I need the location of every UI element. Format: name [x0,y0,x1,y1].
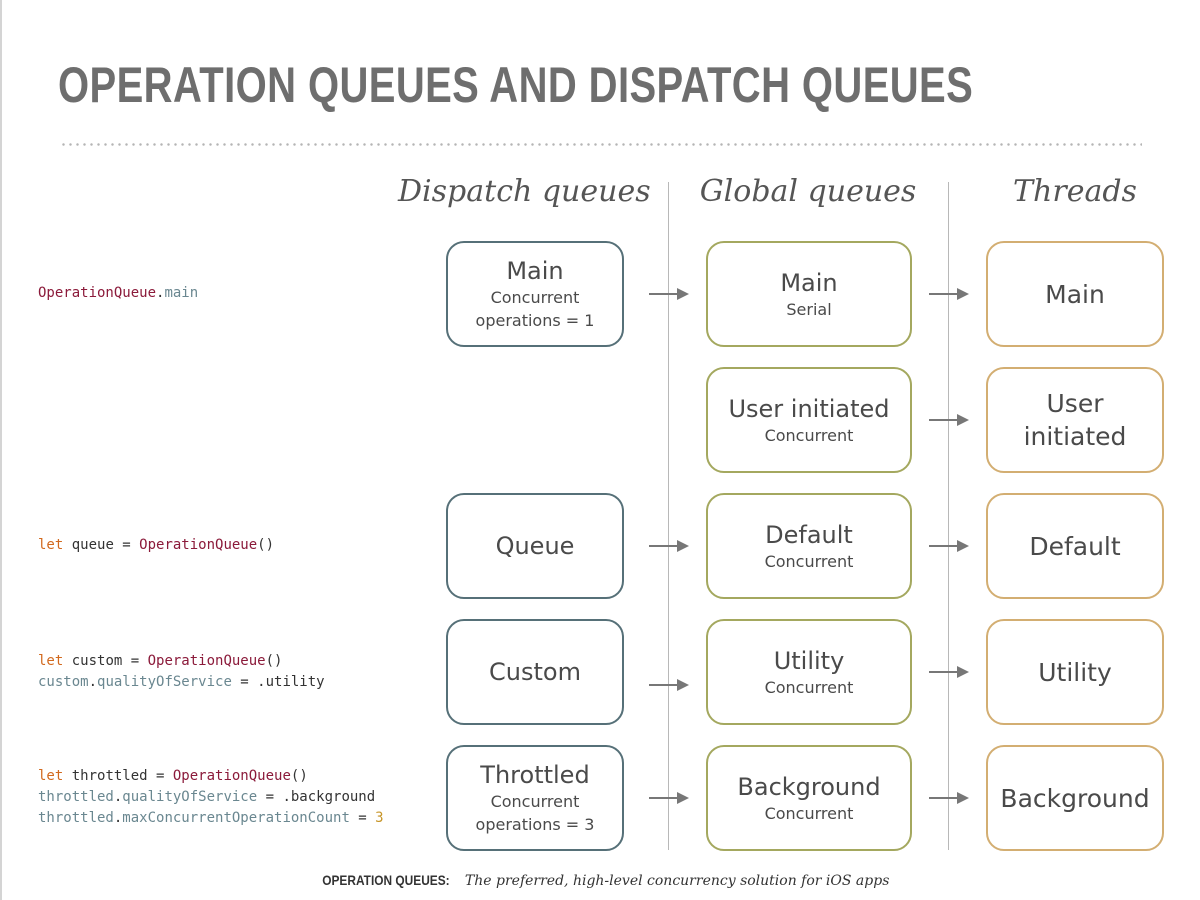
code-text: = .background [257,789,376,805]
code-keyword: let [38,653,64,669]
code-paren: () [265,653,283,669]
code-custom: let custom = OperationQueue() custom.qua… [38,651,325,693]
code-dot: . [113,810,123,826]
box-title: Main [780,268,838,297]
global-box-background: Background Concurrent [706,745,912,851]
code-type: OperationQueue [172,768,291,784]
dispatch-box-main: Main Concurrent operations = 1 [446,241,624,347]
slide-title: OPERATION QUEUES AND DISPATCH QUEUES [58,57,974,113]
code-variable: custom [38,674,89,690]
box-subtitle: Concurrent [764,803,854,823]
code-property: maxConcurrentOperationCount [122,810,350,826]
code-throttled: let throttled = OperationQueue() throttl… [38,766,384,829]
code-type: OperationQueue [38,285,157,301]
code-type: OperationQueue [139,537,258,553]
code-type: OperationQueue [147,653,266,669]
box-title: Default [1029,531,1121,561]
thread-box-main: Main [986,241,1164,347]
code-paren: () [290,768,308,784]
dispatch-box-queue: Queue [446,493,624,599]
box-title: Utility [773,646,845,675]
heading-global-queues: Global queues [699,174,917,209]
code-text: queue = [63,537,140,553]
box-subtitle: operations = 1 [475,311,595,330]
caption-text: The preferred, high-level concurrency so… [460,873,890,889]
code-text: throttled = [63,768,173,784]
box-title-line-1: User [1046,389,1104,418]
code-dot: . [156,285,165,301]
heading-threads: Threads [1013,174,1137,209]
box-subtitle: Concurrent [764,551,854,571]
slide-caption: OPERATION QUEUES: The preferred, high-le… [0,872,1200,889]
code-queue: let queue = OperationQueue() [38,535,274,556]
code-dot: . [113,789,123,805]
code-variable: throttled [38,810,114,826]
code-dot: . [88,674,98,690]
left-edge-rule [0,0,2,900]
box-title: Queue [495,532,575,560]
box-subtitle: operations = 3 [475,815,595,834]
arrow-global-user-initiated-to-thread [929,414,969,426]
thread-box-background: Background [986,745,1164,851]
box-subtitle: Concurrent [490,792,580,811]
code-variable: throttled [38,789,114,805]
code-property: qualityOfService [122,789,258,805]
box-subtitle: Concurrent [490,288,580,307]
global-box-default: Default Concurrent [706,493,912,599]
code-number: 3 [375,810,384,826]
arrow-custom-to-global-utility [649,679,689,691]
code-text: = .utility [231,674,325,690]
box-title: Throttled [480,761,590,789]
box-title-line-2: initiated [1023,422,1127,451]
box-title: Background [1000,783,1150,813]
arrow-global-main-to-thread-main [929,288,969,300]
caption-label: OPERATION QUEUES: [321,872,450,888]
box-subtitle: Concurrent [764,677,854,697]
code-text: custom = [63,653,148,669]
column-separator-2 [948,182,949,850]
box-title: Main [506,257,564,285]
thread-box-utility: Utility [986,619,1164,725]
box-title: Main [1045,279,1105,309]
code-main-queue: OperationQueue.main [38,283,198,304]
box-subtitle: Serial [786,299,832,319]
column-separator-1 [668,182,669,850]
code-keyword: let [38,768,64,784]
arrow-throttled-to-global-background [649,792,689,804]
code-paren: () [257,537,275,553]
box-title: Background [737,772,881,801]
global-box-utility: Utility Concurrent [706,619,912,725]
code-property: qualityOfService [97,674,232,690]
thread-box-default: Default [986,493,1164,599]
arrow-global-background-to-thread [929,792,969,804]
code-text: = [349,810,376,826]
heading-dispatch-queues: Dispatch queues [398,174,651,209]
box-title: Utility [1038,657,1112,687]
box-title: User initiated [728,394,890,423]
global-box-user-initiated: User initiated Concurrent [706,367,912,473]
code-keyword: let [38,537,64,553]
code-property: main [164,285,199,301]
dispatch-box-custom: Custom [446,619,624,725]
dispatch-box-throttled: Throttled Concurrent operations = 3 [446,745,624,851]
arrow-global-default-to-thread [929,540,969,552]
arrow-queue-to-global-default [649,540,689,552]
dotted-divider [60,143,1142,146]
box-title: Custom [489,658,581,686]
global-box-main: Main Serial [706,241,912,347]
box-subtitle: Concurrent [764,425,854,445]
box-title: Default [765,520,853,549]
arrow-dispatch-main-to-global-main [649,288,689,300]
arrow-global-utility-to-thread [929,666,969,678]
thread-box-user-initiated: User initiated [986,367,1164,473]
